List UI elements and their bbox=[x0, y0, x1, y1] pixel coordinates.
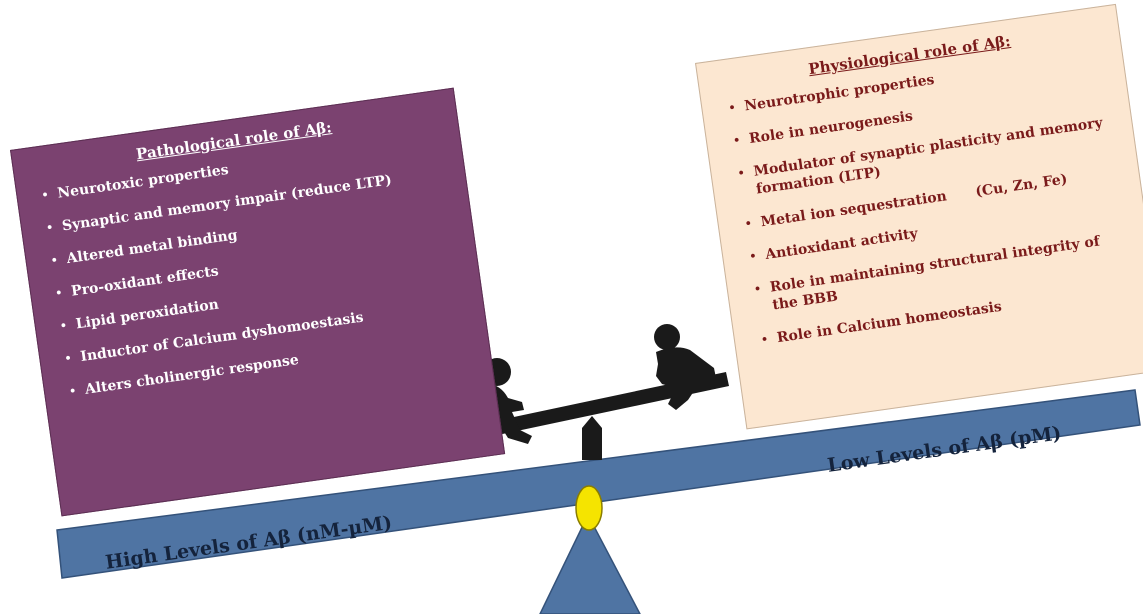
pathological-role-panel: Pathological role of Aβ: Neurotoxic prop… bbox=[10, 87, 506, 517]
seesaw-icon bbox=[462, 324, 729, 460]
pathological-list: Neurotoxic properties Synaptic and memor… bbox=[37, 131, 467, 401]
scale-beam bbox=[56, 389, 1141, 579]
fulcrum-triangle bbox=[539, 513, 641, 614]
physiological-list: Neurotrophic properties Role in neurogen… bbox=[723, 47, 1135, 350]
physiological-role-panel: Physiological role of Aβ: Neurotrophic p… bbox=[695, 3, 1143, 430]
pivot-point bbox=[575, 485, 603, 531]
